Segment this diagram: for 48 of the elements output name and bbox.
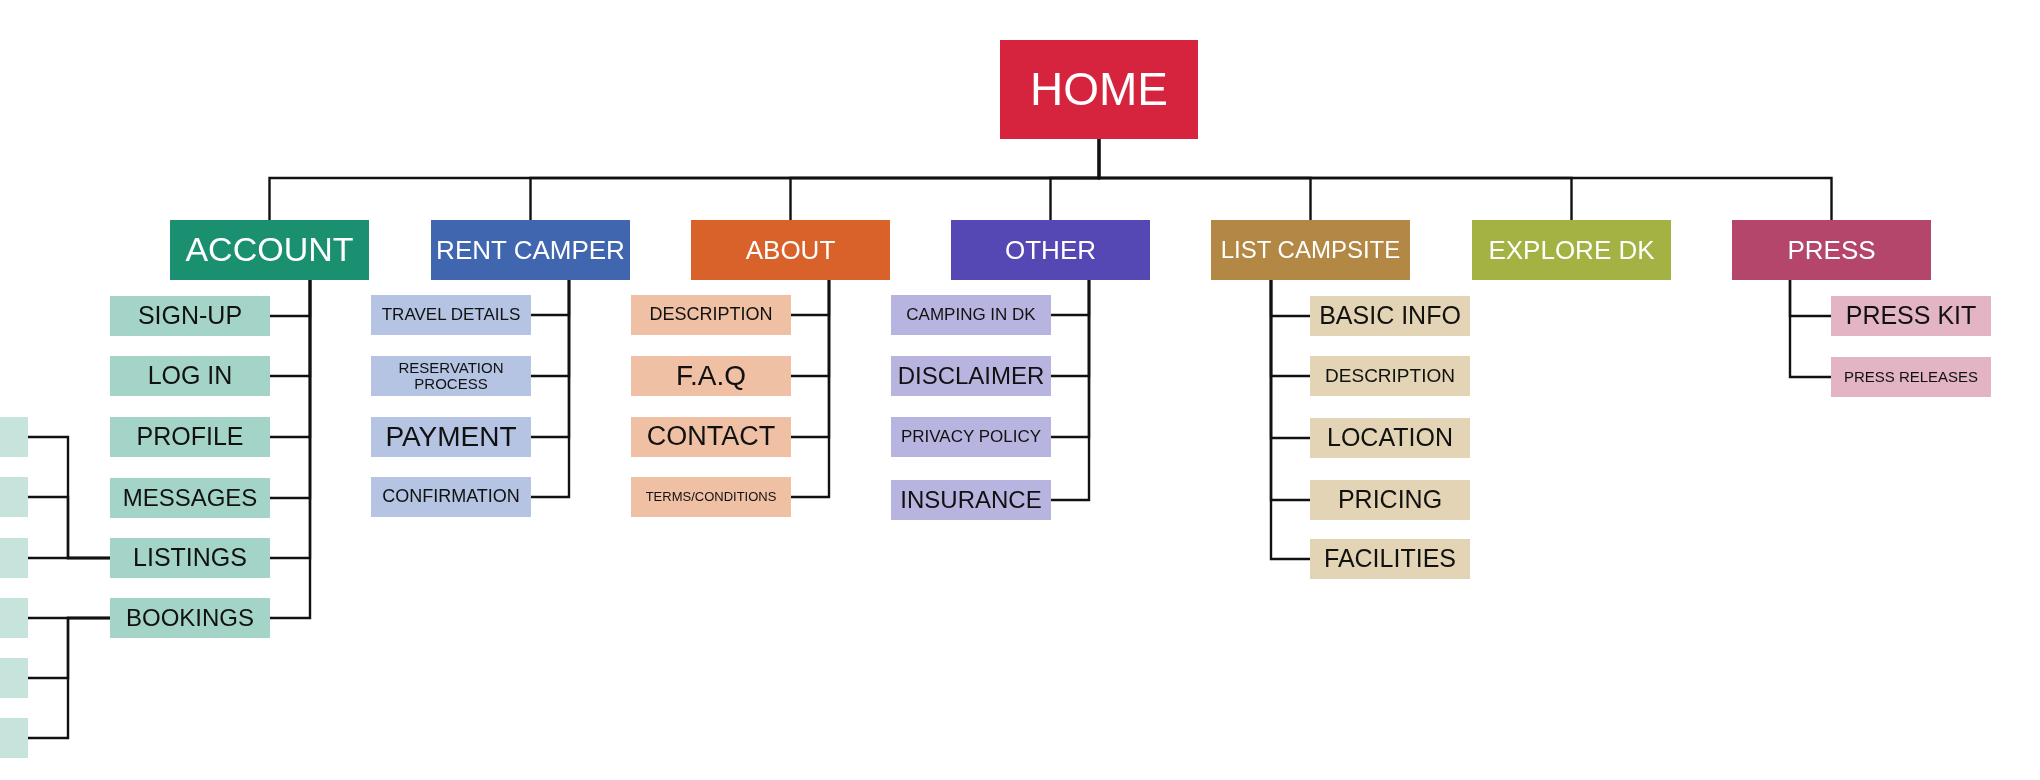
category-box: ABOUT [691, 220, 890, 280]
connector-line [1788, 280, 1831, 379]
connector-line [270, 280, 312, 620]
empty-box [0, 598, 28, 638]
empty-box [0, 538, 28, 578]
page-box: PAYMENT [371, 417, 531, 457]
connector-line [1269, 280, 1310, 561]
category-box: EXPLORE DK [1472, 220, 1671, 280]
page-box: PROFILE [110, 417, 270, 457]
page-box: FACILITIES [1310, 539, 1470, 579]
connector-line [28, 616, 110, 740]
page-box: INSURANCE [891, 480, 1051, 520]
page-box: PRICING [1310, 480, 1470, 520]
page-box: CONTACT [631, 417, 791, 457]
category-box: RENT CAMPER [431, 220, 630, 280]
page-box: LOCATION [1310, 418, 1470, 458]
page-box: CAMPING IN DK [891, 295, 1051, 335]
connector-line [531, 280, 571, 499]
page-box: RESERVATION PROCESS [371, 356, 531, 396]
category-box: LIST CAMPSITE [1211, 220, 1410, 280]
category-box: PRESS [1732, 220, 1931, 280]
page-box: PRIVACY POLICY [891, 417, 1051, 457]
empty-box [0, 477, 28, 517]
connector-line [1051, 280, 1091, 502]
page-box: CONFIRMATION [371, 477, 531, 517]
category-box: HOME [1000, 40, 1198, 139]
page-box: BASIC INFO [1310, 296, 1470, 336]
empty-box [0, 718, 28, 758]
empty-box [0, 417, 28, 457]
connector-line [791, 280, 831, 499]
page-box: LISTINGS [110, 538, 270, 578]
connector-line [28, 556, 110, 560]
page-box: TERMS/CONDITIONS [631, 477, 791, 517]
connector-line [1097, 139, 1833, 220]
page-box: F.A.Q [631, 356, 791, 396]
category-box: OTHER [951, 220, 1150, 280]
page-box: DESCRIPTION [1310, 356, 1470, 396]
page-box: SIGN-UP [110, 296, 270, 336]
page-box: BOOKINGS [110, 598, 270, 638]
page-box: PRESS RELEASES [1831, 357, 1991, 397]
empty-box [0, 658, 28, 698]
page-box: LOG IN [110, 356, 270, 396]
page-box: TRAVEL DETAILS [371, 295, 531, 335]
page-box: DISCLAIMER [891, 356, 1051, 396]
page-box: DESCRIPTION [631, 295, 791, 335]
category-box: ACCOUNT [170, 220, 369, 280]
page-box: PRESS KIT [1831, 296, 1991, 336]
page-box: MESSAGES [110, 478, 270, 518]
